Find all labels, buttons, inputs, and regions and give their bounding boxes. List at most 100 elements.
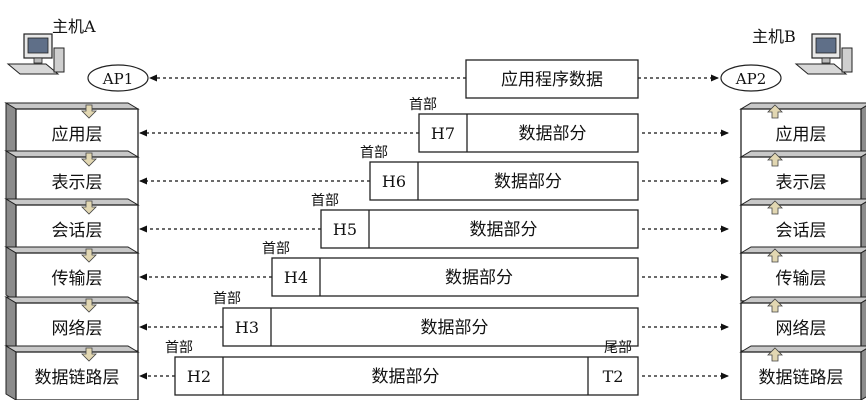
up-arrow-icon	[767, 347, 783, 362]
host-b-layer-box	[740, 204, 862, 254]
host-b-layer-side-face	[860, 249, 866, 302]
pdu-box	[320, 209, 639, 249]
down-arrow-icon	[81, 200, 97, 215]
pdu-box	[222, 307, 639, 347]
header-caption: 首部	[360, 145, 388, 161]
host-a-layer-box	[15, 204, 139, 254]
app-data-label: 应用程序数据	[501, 70, 603, 90]
trailer-caption: 尾部	[604, 340, 632, 356]
host-a-layer-box	[15, 351, 139, 400]
host-b-layer-label: 会话层	[776, 221, 827, 241]
host-a-layer-label: 会话层	[52, 221, 103, 241]
host-a-layer-4: 传输层	[4, 246, 140, 302]
host-a-layer-top-face	[4, 246, 140, 254]
pdu-header-label: H2	[187, 367, 211, 386]
host-b-layer-2: 表示层	[739, 150, 866, 206]
host-a-layer-side-face	[5, 198, 17, 254]
host-a-layer-top-face	[4, 150, 140, 158]
pdu-row-4: H4 数据部分 首部	[139, 241, 729, 297]
pdu-body-label: 数据部分	[494, 172, 562, 192]
host-b-layer-side-face	[860, 201, 866, 254]
host-a-layer-label: 数据链路层	[35, 368, 120, 388]
host-b-label: 主机B	[752, 27, 796, 46]
pdu-header-label: H6	[382, 172, 406, 191]
host-b-layer-box	[740, 302, 862, 352]
pdu-body-label: 数据部分	[421, 318, 489, 338]
pdu-row-2: H6 数据部分 首部	[139, 145, 729, 201]
host-b-layer-side-face	[860, 105, 866, 158]
up-arrow-icon	[767, 104, 783, 119]
host-b-layer-top-face	[739, 102, 866, 110]
host-b-layer-6: 数据链路层	[739, 345, 866, 400]
host-a-layer-box	[15, 252, 139, 302]
host-a-layer-side-face	[5, 150, 17, 206]
up-arrow-icon	[767, 152, 783, 167]
header-caption: 首部	[311, 193, 339, 209]
host-a-layer-side-face	[5, 345, 17, 400]
pdu-box	[418, 113, 639, 153]
pdu-header-label: H4	[284, 268, 308, 287]
app-data-box	[465, 59, 639, 99]
down-arrow-icon	[81, 104, 97, 119]
pdu-body-label: 数据部分	[445, 268, 513, 288]
up-arrow-icon	[767, 200, 783, 215]
host-b-layer-label: 传输层	[776, 269, 827, 289]
host-b-layer-label: 网络层	[776, 319, 827, 339]
host-a-layer-6: 数据链路层	[4, 345, 140, 400]
host-a-layer-side-face	[5, 246, 17, 302]
host-b-layer-box	[740, 108, 862, 158]
host-a-layer-label: 应用层	[52, 125, 103, 145]
pdu-body-label: 数据部分	[470, 220, 538, 240]
host-b-layer-side-face	[860, 348, 866, 400]
pdu-box	[271, 257, 639, 297]
pdu-header-label: H3	[235, 318, 259, 337]
host-b-layer-box	[740, 156, 862, 206]
down-arrow-icon	[81, 347, 97, 362]
host-a-layer-top-face	[4, 198, 140, 206]
ap1-ellipse	[87, 64, 149, 92]
pdu-body-label: 数据部分	[519, 124, 587, 144]
host-a-layer-top-face	[4, 345, 140, 353]
host-a-layer-box	[15, 156, 139, 206]
host-a-layer-1: 应用层	[4, 102, 140, 158]
host-b-layer-1: 应用层	[739, 102, 866, 158]
host-b-layer-side-face	[860, 299, 866, 352]
host-a-layer-side-face	[5, 102, 17, 158]
host-b-layer-5: 网络层	[739, 296, 866, 352]
host-a-layer-2: 表示层	[4, 150, 140, 206]
computer-icon-host-b	[794, 33, 853, 75]
host-b-layer-label: 数据链路层	[759, 368, 844, 388]
header-caption: 首部	[409, 97, 437, 113]
host-a-layer-top-face	[4, 102, 140, 110]
pdu-box	[174, 356, 639, 396]
host-b-layer-label: 表示层	[776, 173, 827, 193]
pdu-row-3: H5 数据部分 首部	[139, 193, 729, 249]
header-caption: 首部	[262, 241, 290, 257]
host-a-layer-side-face	[5, 296, 17, 352]
host-a-layer-top-face	[4, 296, 140, 304]
host-b-layer-top-face	[739, 296, 866, 304]
ap2-ellipse	[720, 64, 782, 92]
host-a-layer-box	[15, 108, 139, 158]
pdu-header-label: H5	[333, 220, 357, 239]
host-b-layer-side-face	[860, 153, 866, 206]
host-a-layer-label: 网络层	[52, 319, 103, 339]
ap1-label: AP1	[102, 70, 133, 88]
up-arrow-icon	[767, 298, 783, 313]
header-caption: 首部	[165, 340, 193, 356]
host-b-layer-top-face	[739, 345, 866, 353]
pdu-box	[369, 161, 639, 201]
computer-icon-host-a	[6, 33, 65, 75]
host-b-layer-3: 会话层	[739, 198, 866, 254]
host-b-layer-label: 应用层	[776, 125, 827, 145]
host-a-layer-label: 表示层	[52, 173, 103, 193]
host-b-layer-top-face	[739, 150, 866, 158]
up-arrow-icon	[767, 248, 783, 263]
